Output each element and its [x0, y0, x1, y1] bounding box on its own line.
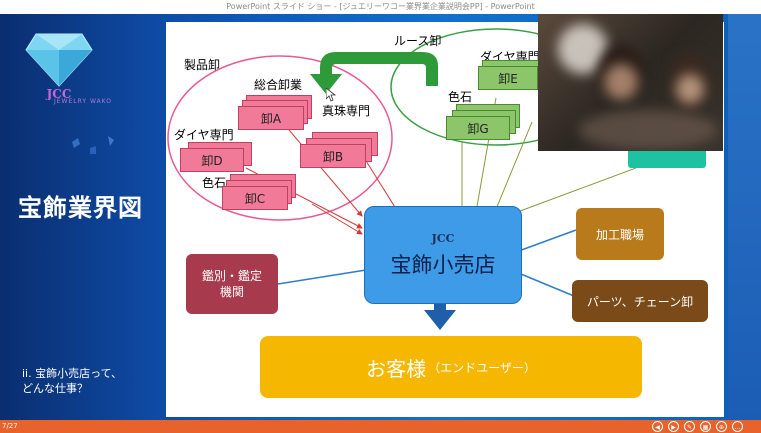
oroshi-a-label: 卸A — [260, 111, 282, 126]
oroshi-a-box: 卸A — [238, 106, 304, 130]
sidenote-line2: どんな仕事？ — [22, 382, 88, 395]
prev-slide-button[interactable]: ◀ — [652, 421, 663, 432]
slide-stage: JCC JEWELRY WAKO 宝飾業界図 ii. 宝飾小売店って、 どんな仕… — [0, 14, 761, 420]
zoom-button[interactable]: ⊕ — [716, 421, 727, 432]
label-sogo: 総合卸業 — [254, 78, 303, 92]
seihin-group-ring — [167, 55, 393, 221]
pen-tool-button[interactable]: ✎ — [684, 421, 695, 432]
down-arrow-head — [424, 310, 456, 330]
sparkles-decor-icon — [72, 136, 114, 154]
parts-label: パーツ、チェーン卸 — [586, 294, 694, 309]
stage-right-panel — [728, 14, 761, 420]
label-seihin: 製品卸 — [184, 58, 221, 72]
curved-green-arrow — [310, 52, 438, 94]
oroshi-c-box: 卸C — [222, 186, 288, 210]
slide-sidenote: ii. 宝飾小売店って、 どんな仕事？ — [22, 366, 162, 396]
retail-label: 宝飾小売店 — [390, 252, 496, 277]
oroshi-c-label: 卸C — [244, 191, 266, 206]
label-daiya-left: ダイヤ専門 — [174, 128, 234, 142]
kantei-label: 鑑別・鑑定 機関 — [201, 269, 262, 299]
oroshi-g-label: 卸G — [467, 121, 489, 136]
video-conference-tile — [538, 14, 723, 151]
slide-title: 宝飾業界図 — [18, 194, 143, 222]
window-title: PowerPoint スライド ショー - [ジュエリーワコー業界業企業説明会P… — [226, 2, 535, 11]
label-shinju: 真珠専門 — [322, 104, 371, 118]
kako-label: 加工職場 — [595, 227, 644, 242]
diamond-logo-icon: JCC — [25, 33, 93, 100]
kantei-box: 鑑別・鑑定 機関 — [186, 254, 278, 314]
oroshi-b-box: 卸B — [300, 144, 366, 168]
parts-box: パーツ、チェーン卸 — [572, 280, 708, 322]
oroshi-b-label: 卸B — [322, 149, 344, 164]
oroshi-g-box: 卸G — [446, 116, 510, 140]
customer-main-label: お客様 — [366, 356, 427, 381]
see-all-slides-button[interactable]: ▦ — [700, 421, 711, 432]
oroshi-d-label: 卸D — [201, 153, 223, 168]
kako-box: 加工職場 — [576, 208, 664, 260]
label-iroishi-right: 色石 — [448, 90, 473, 104]
sidenote-line1: ii. 宝飾小売店って、 — [22, 367, 123, 380]
next-slide-button[interactable]: ▶ — [668, 421, 679, 432]
oroshi-d-box: 卸D — [180, 148, 244, 172]
label-loose: ルース卸 — [394, 34, 442, 48]
label-iroishi-left: 色石 — [202, 176, 227, 190]
brand-subtitle: JEWELRY WAKO — [53, 98, 113, 105]
page-number: 7/27 — [2, 422, 18, 430]
window-titlebar: PowerPoint スライド ショー - [ジュエリーワコー業界業企業説明会P… — [0, 0, 761, 14]
customer-sub-label: （エンドユーザー） — [428, 360, 536, 375]
retail-store-box: JCC 宝飾小売店 — [364, 206, 522, 304]
oroshi-e-label: 卸E — [498, 71, 518, 86]
oroshi-e-box: 卸E — [478, 66, 538, 90]
brand-logo-text: JCC — [46, 87, 72, 100]
mouse-cursor-icon — [326, 88, 336, 102]
more-options-button[interactable]: … — [732, 421, 743, 432]
slideshow-footer: 7/27 ◀ ▶ ✎ ▦ ⊕ … — [0, 420, 761, 433]
customer-box: お客様 （エンドユーザー） — [260, 336, 642, 398]
retail-logo: JCC — [431, 231, 455, 245]
connector-layer — [167, 28, 637, 330]
diagram-slide: 製品卸 ルース卸 総合卸業 真珠専門 ダイヤ専門 色石 ダイヤ専門 色石 卸A … — [166, 22, 724, 417]
